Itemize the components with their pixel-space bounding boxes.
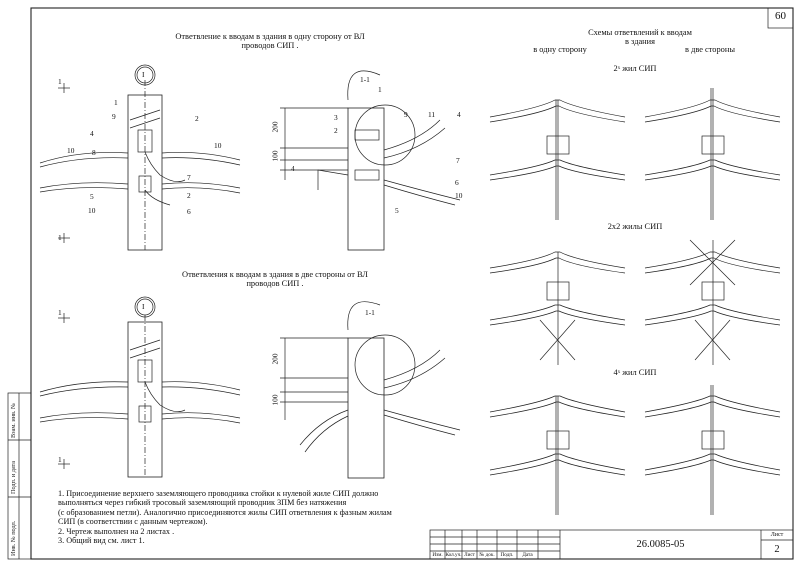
callout: 4 (90, 129, 94, 138)
cut-mark-2: 1 (58, 233, 62, 242)
schemes-title-line2: в здания (625, 37, 655, 46)
stamp-col: Лист (464, 552, 475, 558)
stamp-col: № док. (479, 552, 495, 558)
scheme-4-two-sides (644, 385, 781, 515)
title-block (429, 529, 794, 560)
stamp-col: Кол.уч. (445, 552, 462, 558)
list-label: Лист (770, 532, 784, 538)
cut-mark-4: 1 (58, 455, 62, 464)
callout: 3 (334, 113, 338, 122)
section-label-top: 1-1 (360, 75, 370, 84)
note-line: СИП (в соответствии с данным чертежом). (58, 517, 208, 527)
circle-label-top: I (142, 70, 145, 79)
side-view-bottom (280, 301, 461, 479)
callout: 1 (378, 85, 382, 94)
callout: 10 (214, 141, 222, 150)
page-number: 60 (775, 10, 786, 22)
stamp-col: Дата (522, 552, 533, 558)
cut-mark-3: 1 (58, 308, 62, 317)
dimension-200-bottom: 200 (270, 353, 280, 365)
stamp-col: Изм. (432, 552, 443, 558)
column-one-side: в одну сторону (533, 45, 587, 54)
callout: 7 (187, 173, 191, 182)
column-two-sides: в две стороны (685, 45, 735, 54)
scheme-2x2-two-sides (644, 239, 781, 365)
dimension-200-top: 200 (270, 121, 280, 133)
side-label-inventory: Инв. № подл. (10, 520, 17, 556)
callout: 5 (90, 192, 94, 201)
scheme-2-one-side (489, 99, 626, 220)
sheet-frame (30, 7, 794, 560)
callout: 10 (88, 206, 96, 215)
title-two-side-line2: проводов СИП . (246, 279, 304, 288)
callout: 5 (395, 206, 399, 215)
callout: 9 (404, 110, 408, 119)
note-line: 2. Чертеж выполнен на 2 листах . (58, 526, 175, 536)
scheme-4-one-side (489, 395, 626, 515)
side-label-signature: Подп. и дата (10, 460, 17, 494)
schemes-title-line1: Схемы ответвлений к вводам (588, 28, 692, 37)
front-view-bottom (39, 296, 241, 478)
dimension-100-top: 100 (270, 150, 280, 162)
binding-strip (7, 392, 32, 560)
callout: 6 (187, 207, 191, 216)
title-one-side-line2: проводов СИП . (241, 41, 299, 50)
note-line: выполняться через гибкий тросовый заземл… (58, 498, 347, 508)
title-one-side-line1: Ответвление к вводам в здания в одну сто… (175, 32, 365, 41)
callout: 2 (195, 114, 199, 123)
title-two-side-line1: Ответвления к вводам в здания в две стор… (182, 270, 368, 279)
front-view-top (39, 64, 241, 251)
section-label-bottom: 1-1 (365, 308, 375, 317)
callout: 4 (457, 110, 461, 119)
document-code: 26.0085-05 (636, 539, 685, 550)
stamp-col: Подп. (500, 552, 514, 558)
callout: 10 (67, 146, 75, 155)
scheme-title-2x2: 2x2 жилы СИП (607, 222, 663, 231)
page-number-box (767, 7, 794, 29)
callout: 6 (455, 178, 459, 187)
callout: 10 (455, 191, 463, 200)
dimension-100-bottom: 100 (270, 394, 280, 406)
scheme-2-two-sides (644, 88, 781, 220)
side-label-replace: Взам. инв. № (10, 403, 17, 438)
side-view-top (280, 70, 461, 251)
note-line: (с образованием петли). Аналогично присо… (58, 507, 392, 517)
callout: 11 (428, 110, 436, 119)
note-line: 1. Присоединение верхнего заземляющего п… (58, 489, 379, 498)
cut-mark-1: 1 (58, 77, 62, 86)
circle-label-bottom: I (142, 302, 145, 311)
callout: 1 (114, 98, 118, 107)
callout: 7 (456, 156, 460, 165)
note-line: 3. Общий вид см. лист 1. (58, 536, 145, 546)
notes-block: 1. Присоединение верхнего заземляющего п… (58, 489, 438, 545)
scheme-title-2: 2ˣ жил СИП (613, 64, 657, 73)
scheme-2x2-one-side (489, 251, 626, 365)
list-number: 2 (774, 544, 780, 555)
callout: 2 (334, 126, 338, 135)
callout: 2 (187, 191, 191, 200)
scheme-title-4: 4ˣ жил СИП (613, 368, 657, 377)
callout: 4 (291, 164, 295, 173)
callout: 8 (92, 148, 96, 157)
callout: 9 (112, 112, 116, 121)
